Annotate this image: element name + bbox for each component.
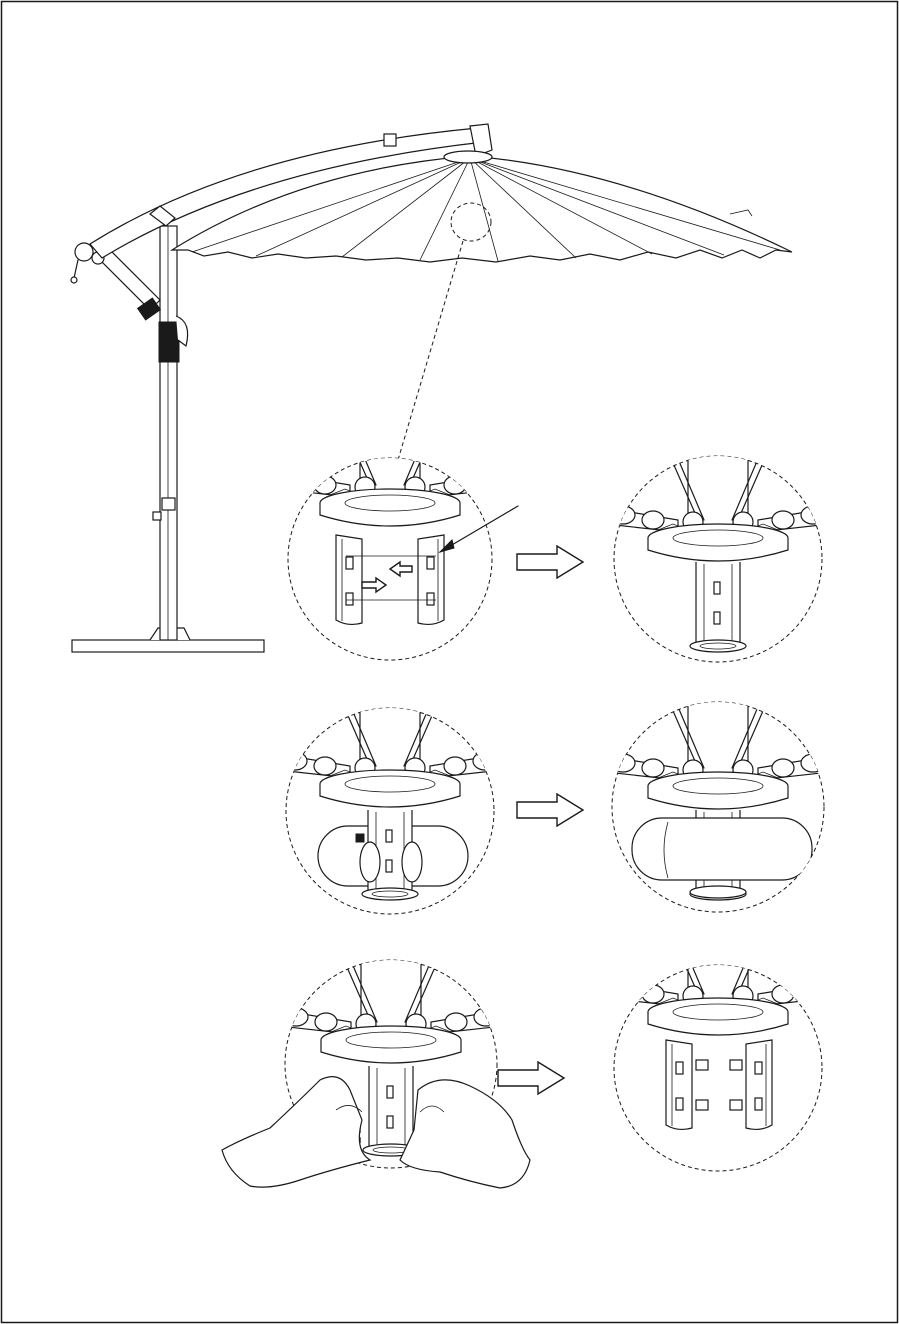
step-2-arrow-icon — [517, 794, 583, 826]
step-1-after-detail — [588, 440, 848, 662]
right-hand — [400, 1080, 530, 1188]
step-2-after-detail — [588, 688, 848, 912]
step-2-before-detail — [260, 686, 520, 914]
step-1-arrow-icon — [517, 546, 583, 578]
umbrella-mast — [153, 226, 188, 640]
step-1-before-detail — [260, 405, 520, 660]
umbrella-base — [72, 640, 264, 652]
detail-callout-line — [398, 241, 463, 460]
step-3-after-detail — [588, 914, 848, 1171]
step-3-arrow-icon — [498, 1062, 564, 1094]
step-3-before-detail — [222, 942, 530, 1188]
